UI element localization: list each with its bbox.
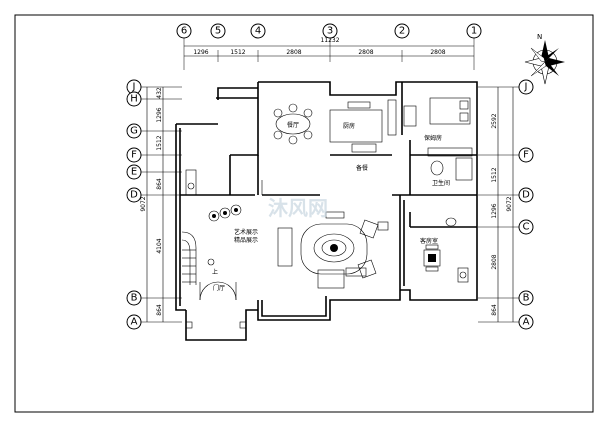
- dim-top-5: 2808: [430, 49, 445, 56]
- room-label-entry: 门厅: [213, 284, 225, 292]
- axis-label-top-2: 2: [399, 26, 405, 37]
- room-label-guest: 客房室: [420, 237, 438, 245]
- dim-right-2: 1512: [491, 167, 498, 182]
- stair-up-label: 上: [212, 268, 218, 276]
- axis-label-top-6: 6: [181, 26, 187, 37]
- dim-left-3: 1512: [156, 135, 163, 150]
- axis-label-right-J: J: [524, 82, 528, 93]
- axis-label-left-A: A: [131, 317, 138, 328]
- axis-bubble-right-B: B: [518, 290, 534, 306]
- axis-bubble-right-F: F: [518, 147, 534, 163]
- axis-bubble-right-A: A: [518, 314, 534, 330]
- axis-label-left-F: F: [131, 150, 137, 161]
- axis-bubble-left-A: A: [126, 314, 142, 330]
- dim-left-2: 1296: [156, 107, 163, 122]
- dim-right-1: 2592: [491, 113, 498, 128]
- axis-label-left-J: J: [132, 82, 136, 93]
- axis-bubble-left-F: F: [126, 147, 142, 163]
- room-label-bath: 卫生间: [432, 179, 450, 187]
- axis-bubble-left-H: H: [126, 91, 142, 107]
- axis-label-top-3: 3: [327, 26, 333, 37]
- left-axis-guides: [141, 86, 182, 323]
- dim-right-4: 2808: [491, 254, 498, 269]
- axis-bubble-top-4: 4: [250, 23, 266, 39]
- axis-label-right-A: A: [523, 317, 530, 328]
- axis-bubble-left-E: E: [126, 164, 142, 180]
- room-label-art2: 精品展示: [234, 236, 258, 244]
- north-label: N: [537, 33, 542, 41]
- axis-bubble-top-2: 2: [394, 23, 410, 39]
- room-label-nanny: 保姆房: [424, 134, 442, 142]
- axis-label-right-D: D: [522, 190, 530, 201]
- axis-bubble-top-5: 5: [210, 23, 226, 39]
- top-dimension-chain: 11232 1296 1512 2808 2808 2808: [183, 37, 475, 70]
- axis-bubble-right-D: D: [518, 187, 534, 203]
- axis-label-left-D: D: [130, 190, 138, 201]
- axis-label-left-H: H: [130, 94, 138, 105]
- dim-left-5: 4104: [156, 238, 163, 253]
- room-label-art: 艺术展示: [234, 228, 258, 236]
- right-dimension-chain: 2592 1512 1296 2808 864 9072: [491, 87, 514, 322]
- guest-table-icon: [423, 217, 469, 283]
- living-room-sofa-icon: [277, 211, 389, 289]
- dim-left-1: 432: [156, 87, 163, 99]
- right-axis-guides: [478, 86, 519, 323]
- axis-bubble-top-1: 1: [466, 23, 482, 39]
- north-arrow-icon: N: [524, 33, 565, 85]
- art-display-icon: [185, 169, 242, 222]
- room-label-dining: 餐厅: [287, 121, 299, 129]
- bed-icon: [403, 97, 471, 127]
- staircase-icon: [181, 231, 215, 285]
- room-label-pantry: 备餐: [356, 164, 368, 172]
- dim-right-5: 864: [491, 304, 498, 316]
- axis-bubble-left-G: G: [126, 123, 142, 139]
- dim-top-4: 2808: [358, 49, 373, 56]
- floor-plan-walls: [175, 81, 478, 341]
- left-dimension-chain: 432 1296 1512 864 4104 864 9072: [140, 87, 164, 322]
- axis-label-top-5: 5: [215, 26, 221, 37]
- axis-label-right-B: B: [523, 293, 530, 304]
- axis-bubble-top-6: 6: [176, 23, 192, 39]
- axis-label-right-F: F: [523, 150, 529, 161]
- dim-top-2: 1512: [230, 49, 245, 56]
- axis-bubble-left-D: D: [126, 187, 142, 203]
- room-label-kitchen: 厨房: [343, 122, 355, 130]
- axis-label-left-G: G: [130, 126, 138, 137]
- axis-bubble-left-B: B: [126, 290, 142, 306]
- dim-left-4: 864: [156, 178, 163, 190]
- dim-top-1: 1296: [193, 49, 208, 56]
- bath-fixtures-icon: [427, 147, 473, 181]
- watermark-text: 沐风网: [268, 196, 328, 220]
- dim-top-total: 11232: [320, 37, 339, 44]
- dim-right-total: 9072: [506, 196, 513, 211]
- drawing-frame: [14, 14, 594, 413]
- axis-label-left-E: E: [131, 167, 137, 178]
- axis-bubble-right-C: C: [518, 219, 534, 235]
- entry-door-icon: [185, 281, 247, 329]
- dining-table-icon: [273, 103, 313, 145]
- dim-left-6: 864: [156, 304, 163, 316]
- axis-label-top-1: 1: [471, 26, 477, 37]
- axis-label-top-4: 4: [255, 26, 261, 37]
- axis-bubble-top-3: 3: [322, 23, 338, 39]
- axis-label-left-B: B: [131, 293, 138, 304]
- kitchen-island-icon: [329, 99, 397, 153]
- axis-bubble-right-J: J: [518, 79, 534, 95]
- dim-top-3: 2808: [286, 49, 301, 56]
- axis-label-right-C: C: [523, 222, 530, 233]
- dim-right-3: 1296: [491, 203, 498, 218]
- dim-left-total: 9072: [140, 196, 147, 211]
